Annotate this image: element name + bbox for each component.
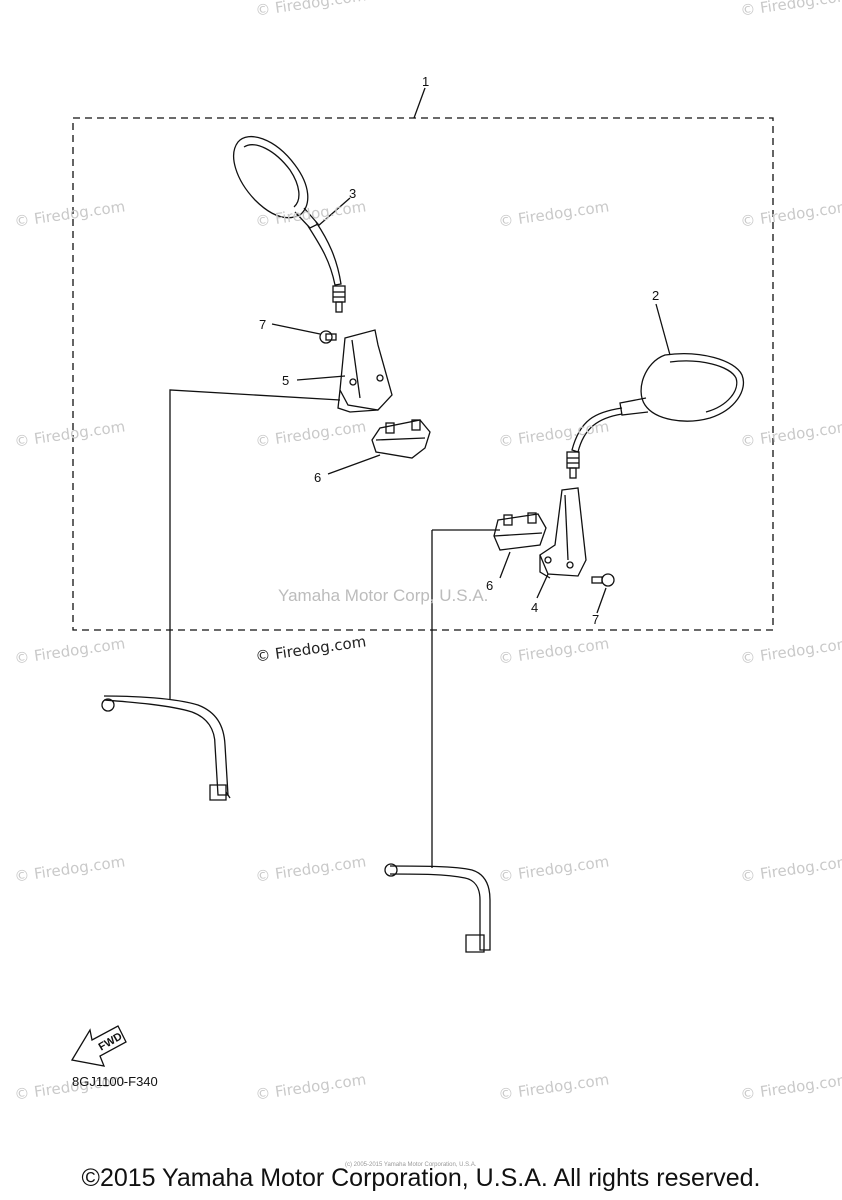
left-assembly-line <box>169 389 341 700</box>
callout-3: 3 <box>349 186 357 201</box>
callout-6a: 6 <box>314 470 322 485</box>
callout-2: 2 <box>652 288 660 303</box>
kit-boundary <box>72 117 774 631</box>
leader-6a <box>327 454 381 475</box>
right-holder <box>539 487 587 579</box>
center-watermark: Yamaha Motor Corp, U.S.A. <box>278 586 489 605</box>
right-handlebar <box>384 863 491 953</box>
callout-7a: 7 <box>259 317 267 332</box>
left-handlebar <box>101 695 231 801</box>
callout-4: 4 <box>531 600 539 615</box>
leader-2 <box>655 303 671 356</box>
callout-7b: 7 <box>592 612 600 627</box>
left-clamp <box>371 419 431 459</box>
fwd-arrow <box>70 1025 127 1067</box>
callout-6b: 6 <box>486 578 494 593</box>
diagram-code: 8GJ1100-F340 <box>72 1074 158 1089</box>
right-assembly-line <box>431 529 500 868</box>
leader-7b <box>596 587 607 614</box>
fine-print: (c) 2005-2015 Yamaha Motor Corporation, … <box>345 1162 477 1168</box>
leader-3 <box>317 197 351 227</box>
callout-5: 5 <box>282 373 290 388</box>
leader-7a <box>271 323 321 335</box>
right-mirror <box>566 353 744 479</box>
leader-6b <box>499 551 511 579</box>
left-holder <box>337 329 393 413</box>
right-bolt <box>591 573 615 587</box>
copyright-notice: ©2015 Yamaha Motor Corporation, U.S.A. A… <box>81 1164 761 1192</box>
leader-4 <box>536 573 549 599</box>
left-mirror <box>233 135 346 313</box>
leader-1 <box>413 87 426 119</box>
right-clamp <box>493 512 547 551</box>
callout-1: 1 <box>422 74 430 89</box>
left-bolt <box>319 330 337 344</box>
leader-5 <box>296 375 346 381</box>
